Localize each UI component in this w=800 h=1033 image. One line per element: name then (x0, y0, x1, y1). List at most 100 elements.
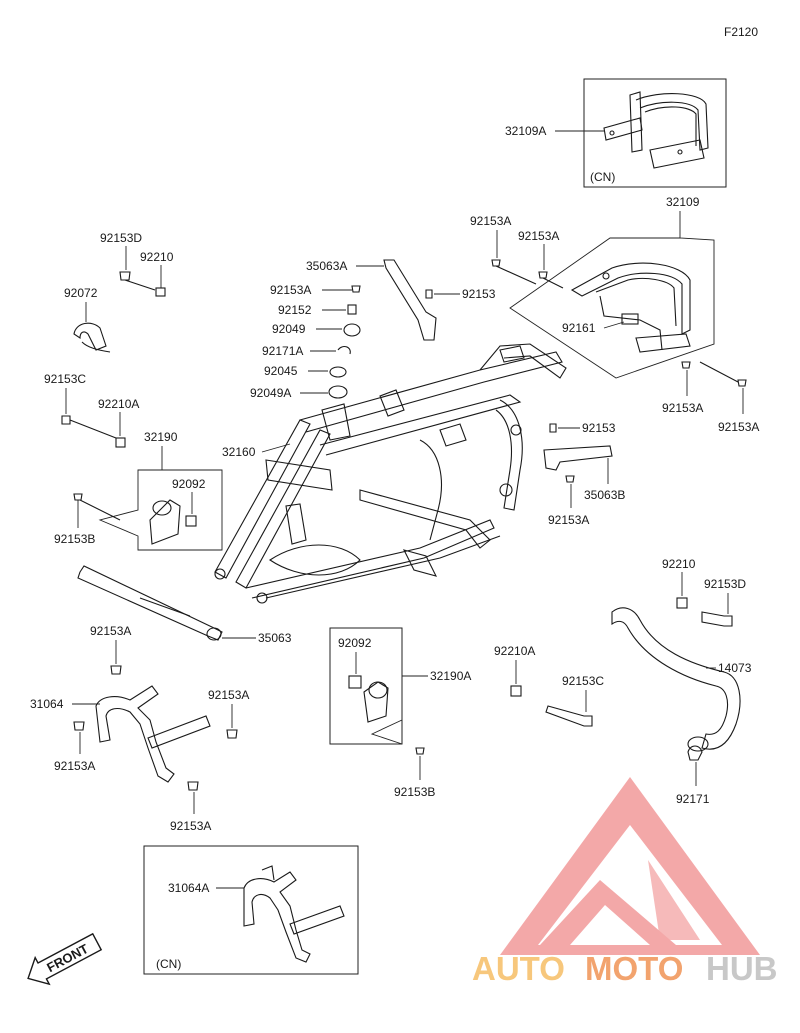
bolt-92153A-i (73, 721, 85, 731)
leader-32160 (261, 443, 291, 453)
label-92152: 92152 (278, 303, 312, 317)
cn-variant-box-bottom (143, 845, 359, 975)
bracket-32190A (363, 681, 389, 723)
bracket-31064-drawing (95, 685, 211, 783)
label-92153D-a: 92153D (100, 231, 142, 245)
label-32109A: 32109A (505, 124, 546, 138)
label-92049: 92049 (272, 322, 306, 336)
label-92210-b: 92210 (662, 557, 696, 571)
nut-92210-b (676, 597, 688, 609)
label-92210A-b: 92210A (494, 644, 535, 658)
label-92171A: 92171A (262, 344, 303, 358)
label-92092-a: 92092 (172, 477, 206, 491)
bolt-92153-b (549, 423, 557, 433)
label-92153A-g: 92153A (90, 624, 131, 638)
label-92072: 92072 (64, 286, 98, 300)
bolt-92153A-h (226, 729, 238, 739)
label-cn-bottom: (CN) (156, 957, 181, 971)
nut-92153A-g (110, 665, 122, 675)
label-92153-a: 92153 (462, 287, 496, 301)
collar-92092-b (348, 675, 362, 689)
bracket-31064A-drawing (243, 865, 345, 963)
label-92153B-a: 92153B (54, 532, 95, 546)
clamp-92072-tail (81, 341, 111, 353)
grommet-92049A (328, 385, 348, 399)
bolt-92153A-d (699, 361, 747, 387)
bolt-92153B-b (415, 747, 425, 755)
stay-35063-end (206, 627, 222, 641)
clamp-92171 (687, 745, 703, 761)
bracket-32190 (149, 499, 181, 545)
bolt-92153A-j (187, 781, 199, 791)
label-92049A: 92049A (250, 386, 291, 400)
bolt-92153A-a (491, 259, 537, 285)
label-92171: 92171 (676, 792, 710, 806)
label-92153A-f: 92153A (548, 513, 589, 527)
bolt-92153B-a (73, 493, 121, 521)
cn-variant-box-top (583, 78, 727, 188)
stay-35063B (543, 445, 613, 471)
bolt-92153C-a (61, 415, 117, 439)
group-outline-32190 (98, 446, 223, 551)
bolt-92153-a (425, 289, 433, 299)
label-32160: 32160 (222, 445, 256, 459)
group-outline-32109 (509, 211, 715, 379)
label-92092-b: 92092 (338, 636, 372, 650)
nut-92210A-b (510, 685, 522, 697)
label-35063A: 35063A (306, 259, 347, 273)
bolt-92153A-f (565, 475, 575, 483)
stay-35063 (77, 565, 223, 641)
label-92153A-i: 92153A (54, 759, 95, 773)
front-arrow: FRONT (27, 932, 103, 986)
collar-92092-a (185, 515, 197, 527)
label-92153A-a: 92153A (470, 214, 511, 228)
figure-code: F2120 (724, 25, 758, 39)
leader-92161 (603, 321, 625, 329)
label-32190A: 32190A (430, 669, 471, 683)
watermark-word-auto: AUTO (472, 950, 565, 987)
label-92153B-b: 92153B (394, 785, 435, 799)
nut-92210A-a (115, 437, 126, 448)
bolt-92153A-c (681, 361, 691, 369)
label-92153-b: 92153 (582, 421, 616, 435)
label-92153A-d: 92153A (718, 420, 759, 434)
label-31064: 31064 (30, 697, 64, 711)
watermark-wordmark: AUTO MOTO HUB (472, 950, 778, 987)
pipe-14073-end (687, 736, 709, 752)
frame-32160-drawing (214, 343, 567, 604)
label-92210-a: 92210 (140, 250, 174, 264)
label-92153C-a: 92153C (44, 372, 86, 386)
label-92161: 92161 (562, 321, 596, 335)
label-cn-top: (CN) (590, 170, 615, 184)
bolt-92153A-b (538, 271, 564, 289)
carrier-32109A-drawing (603, 91, 709, 169)
label-92153A-b: 92153A (518, 229, 559, 243)
bolt-92153C-b (545, 705, 593, 727)
label-92210A-a: 92210A (98, 397, 139, 411)
label-92153A-h: 92153A (208, 688, 249, 702)
watermark-logo (500, 777, 760, 955)
carrier-32109-drawing (570, 262, 691, 353)
label-32109: 32109 (666, 195, 700, 209)
bolt-92153D-a (119, 271, 156, 291)
bolt-92153D-b (701, 611, 733, 627)
label-14073: 14073 (718, 661, 752, 675)
stay-35063-rib (139, 597, 191, 617)
label-92153C-b: 92153C (562, 674, 604, 688)
leader-32190A (370, 675, 428, 745)
label-35063: 35063 (258, 631, 292, 645)
pipe-14073 (611, 607, 741, 750)
label-32190: 32190 (144, 430, 178, 444)
label-31064A: 31064A (168, 881, 209, 895)
nut-92210-a (155, 287, 166, 297)
watermark-word-hub: HUB (706, 950, 778, 987)
bracket-32190-bushing (152, 500, 172, 516)
stay-35063A (383, 259, 437, 341)
label-92045: 92045 (264, 364, 298, 378)
label-92153A-j: 92153A (170, 819, 211, 833)
bearing-92045 (329, 366, 347, 378)
bolt-92153A-e (351, 285, 361, 293)
label-35063B: 35063B (584, 488, 625, 502)
watermark-word-moto: MOTO (585, 950, 683, 987)
